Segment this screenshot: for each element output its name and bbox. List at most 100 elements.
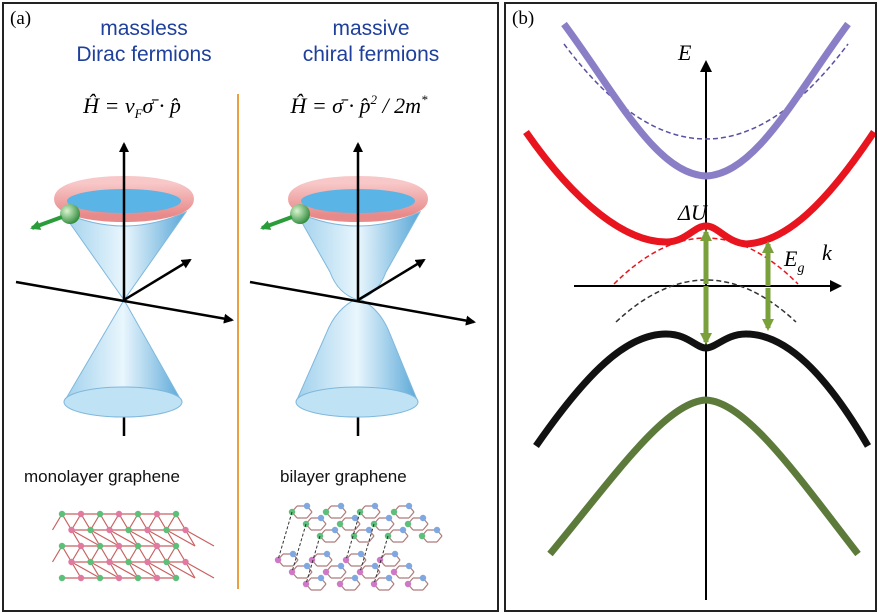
lattice-atom (404, 580, 412, 588)
lattice-atom (385, 574, 393, 582)
lattice-atom (385, 514, 393, 522)
lattice-atom (182, 526, 189, 534)
lattice-atom (302, 580, 310, 588)
lattice-bond (320, 523, 327, 531)
massless-heading-line1: massless (100, 17, 188, 40)
lattice-atom (172, 510, 180, 518)
lattice-atom (390, 508, 398, 516)
lattice-bond (340, 511, 347, 519)
lattice-atom (68, 558, 75, 566)
lattice-atom (308, 556, 316, 564)
lattice-atom (336, 520, 344, 528)
lattice-atom (356, 568, 364, 576)
lattice-bond (71, 561, 101, 579)
lattice-atom (153, 510, 161, 518)
lattice-bond (90, 561, 120, 579)
lattice-atom (356, 508, 364, 516)
lattice-atom (351, 574, 359, 582)
lattice-bond (306, 511, 313, 519)
monolayer-lattice (51, 510, 215, 582)
lattice-bond (436, 535, 443, 543)
hamiltonian-dirac: Ĥ = vFσ̄ · p̂ (82, 93, 181, 121)
lattice-bond (422, 523, 429, 531)
lattice-bond (185, 561, 215, 579)
lattice-atom (68, 526, 75, 534)
lattice-atom (77, 510, 85, 518)
lattice-bond (374, 511, 381, 519)
lattice-atom (106, 526, 113, 534)
lattice-atom (337, 562, 345, 570)
lattice-bond (90, 529, 120, 547)
lattice-bond (147, 529, 177, 547)
energy-axis-label: E (677, 40, 692, 65)
green-band (547, 396, 861, 557)
lattice-bond (354, 583, 361, 591)
interlayer-bond (359, 523, 375, 573)
lattice-atom (322, 508, 330, 516)
lattice-atom (376, 556, 384, 564)
massive-heading-line1: massive (332, 17, 410, 40)
dirac-ky-axis (123, 258, 192, 302)
lattice-bond (408, 571, 415, 579)
panel-b-label: (b) (512, 8, 535, 29)
lattice-atom (134, 510, 142, 518)
lattice-atom (405, 562, 413, 570)
lattice-atom (96, 574, 104, 582)
lattice-atom (404, 520, 412, 528)
lattice-atom (163, 526, 170, 534)
dirac-fermion-ball (60, 204, 80, 224)
lattice-atom (289, 550, 297, 558)
lattice-atom (336, 580, 344, 588)
lattice-atom (106, 558, 113, 566)
dirac-spin-arrow (30, 215, 63, 230)
lattice-atom (58, 574, 66, 582)
lattice-bond (368, 535, 375, 543)
lattice-atom (351, 514, 359, 522)
lattice-atom (365, 526, 373, 534)
lattice-atom (144, 558, 151, 566)
panel-a: (a) massless Dirac fermions massive chir… (2, 2, 499, 612)
lattice-bond (388, 583, 395, 591)
lattice-atom (134, 542, 142, 550)
monolayer-caption: monolayer graphene (24, 467, 180, 486)
lattice-atom (322, 568, 330, 576)
lattice-atom (58, 542, 66, 550)
panel-a-graphic: Ĥ = vFσ̄ · p̂ Ĥ = σ̄ · p̂2 / 2m* (15, 92, 476, 591)
lattice-atom (153, 574, 161, 582)
lattice-atom (288, 508, 296, 516)
lattice-atom (58, 510, 66, 518)
lattice-atom (77, 574, 85, 582)
lattice-bond (408, 511, 415, 519)
lattice-bond (422, 583, 429, 591)
lattice-atom (288, 568, 296, 576)
eg-label-main: E (783, 246, 798, 271)
delta-u-label: ΔU (677, 200, 709, 225)
lattice-atom (303, 562, 311, 570)
bilayer-lattice (274, 502, 443, 591)
lattice-bond (354, 523, 361, 531)
lattice-atom (115, 542, 123, 550)
interlayer-bond (291, 523, 307, 573)
massive-heading: massive chiral fermions (266, 16, 476, 68)
chiral-fermion-ball (290, 204, 310, 224)
lattice-bond (388, 523, 395, 531)
lattice-atom (182, 558, 189, 566)
massless-heading-line2: Dirac fermions (76, 43, 212, 66)
lattice-atom (115, 510, 123, 518)
lattice-bond (394, 559, 401, 567)
hamiltonian-chiral: Ĥ = σ̄ · p̂2 / 2m* (289, 92, 428, 118)
lattice-atom (96, 542, 104, 550)
lattice-atom (87, 558, 94, 566)
lattice-atom (399, 526, 407, 534)
chiral-kx-axis (249, 280, 476, 326)
lattice-atom (125, 558, 132, 566)
panel-a-label: (a) (10, 8, 32, 29)
lattice-atom (419, 574, 427, 582)
k-axis-label: k (822, 240, 833, 265)
dirac-cone (15, 142, 234, 436)
lattice-bond (320, 583, 327, 591)
bilayer-caption: bilayer graphene (280, 467, 407, 486)
lattice-atom (390, 568, 398, 576)
lattice-bond (109, 561, 139, 579)
lattice-atom (331, 526, 339, 534)
